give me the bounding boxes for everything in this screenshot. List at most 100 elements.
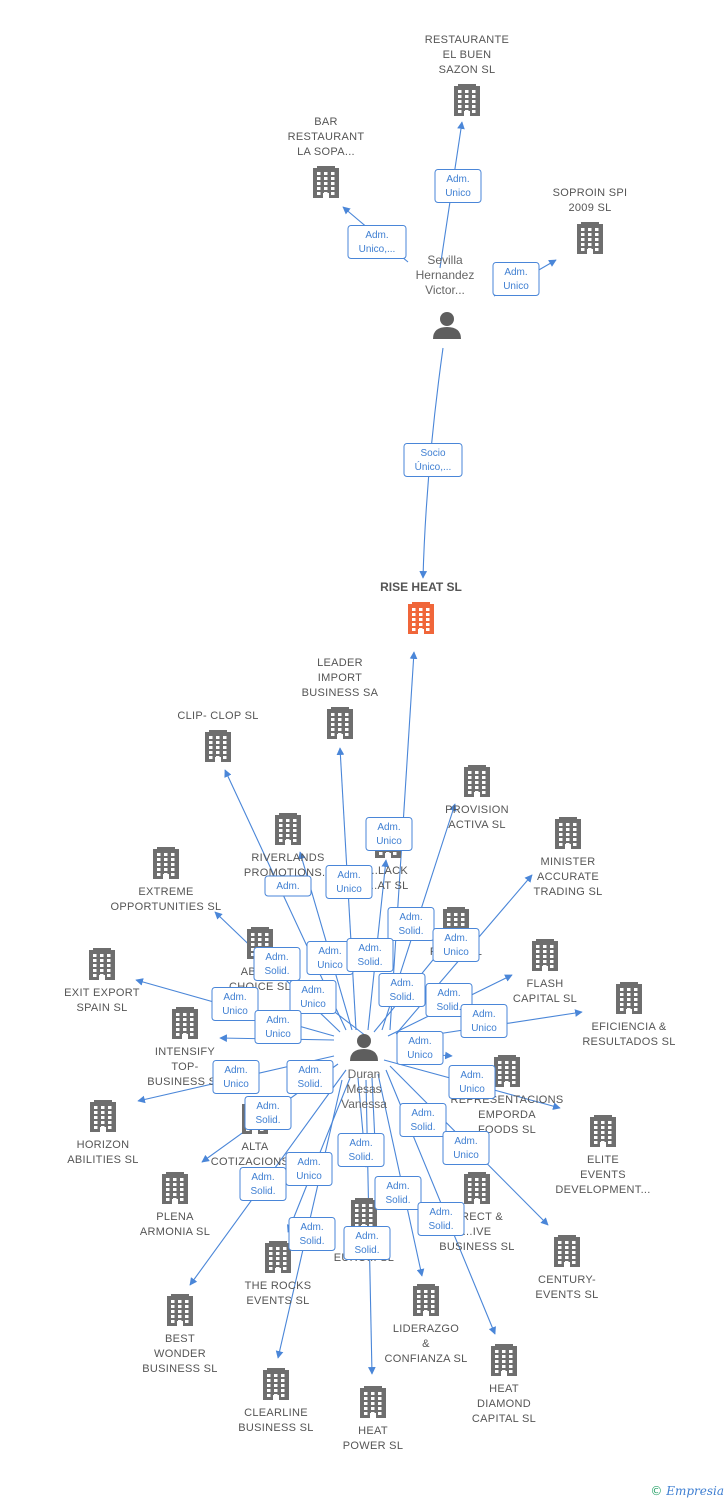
relation-badge[interactable]: Adm.Solid. [378, 973, 426, 1007]
relation-text-line: Adm. [408, 1036, 431, 1047]
relation-text-line: Unico [443, 947, 469, 958]
relation-badge[interactable]: Adm.Solid. [288, 1217, 336, 1251]
relation-text: Adm.Solid. [410, 1108, 435, 1133]
relation-badge[interactable]: Adm.Solid. [374, 1176, 422, 1210]
building-icon [413, 1284, 439, 1316]
person-label-sevilla-line: Victor... [425, 283, 465, 297]
relation-text: Adm.Solid. [398, 912, 423, 937]
relation-text: Adm.Unico [317, 946, 343, 971]
relation-text-line: Adm. [223, 992, 246, 1003]
relation-badge[interactable]: Adm.Unico [460, 1004, 508, 1038]
relation-text: Adm. Solid. [348, 1138, 373, 1163]
relation-text-line: Adm. [444, 933, 467, 944]
company-label-clearline-line: CLEARLINE [244, 1407, 308, 1419]
relation-badge[interactable]: Adm.Unico [285, 1152, 333, 1186]
relation-badge[interactable]: Adm.Solid. [253, 947, 301, 981]
relation-text-line: Adm. [318, 946, 341, 957]
relation-text: Adm.Solid. [299, 1222, 324, 1247]
person-label-sevilla-line: Sevilla [427, 253, 463, 267]
relation-badge[interactable]: Adm.Unico,... [347, 225, 407, 259]
relation-badge[interactable]: Adm. [264, 875, 312, 897]
relation-text: Adm.Solid. [436, 988, 461, 1013]
company-label-rise: RISE HEAT SL [380, 580, 462, 594]
relation-text-line: Unico [407, 1050, 433, 1061]
relation-badge[interactable]: Adm.Solid. [346, 938, 394, 972]
person-icon [350, 1034, 378, 1061]
relation-text: Adm.Solid. [255, 1101, 280, 1126]
relation-badge[interactable]: Adm. Unico [396, 1031, 444, 1065]
building-icon [265, 1241, 291, 1273]
company-label-restaurante-line: SAZON SL [439, 64, 496, 76]
relation-badge[interactable]: Adm.Unico [212, 1060, 260, 1094]
building-icon [454, 84, 480, 116]
relation-text-line: Solid. [357, 957, 382, 968]
company-label-century-line: CENTURY- [538, 1274, 596, 1286]
company-label-flash-line: FLASH [527, 978, 564, 990]
relation-badge[interactable]: Adm.Unico [254, 1010, 302, 1044]
relation-badge[interactable]: Adm. Unico [432, 928, 480, 962]
relation-text-line: Adm. [276, 881, 299, 892]
relation-badge[interactable]: Adm.Unico [442, 1131, 490, 1165]
relation-badge[interactable]: Adm.Solid. [286, 1060, 334, 1094]
relation-text: Adm.Unico [459, 1070, 485, 1095]
company-label-extreme-line: OPPORTUNITIES SL [111, 901, 222, 913]
relation-text-line: Solid. [348, 1152, 373, 1163]
relation-badge[interactable]: Adm. Unico [211, 987, 259, 1021]
relation-badge[interactable]: Adm. Solid. [337, 1133, 385, 1167]
relation-text-line: Unico [336, 884, 362, 895]
relation-badge[interactable]: Adm.Solid. [387, 907, 435, 941]
relation-text-line: Solid. [385, 1195, 410, 1206]
company-label-black-line: ...LACK [368, 865, 408, 877]
relation-badge[interactable]: Adm.Solid. [343, 1226, 391, 1260]
brand-name: Empresia [666, 1484, 724, 1498]
relation-badge[interactable]: Adm.Solid. [417, 1202, 465, 1236]
relation-text-line: Socio [420, 448, 445, 459]
company-label-clip-line: CLIP- CLOP SL [177, 710, 258, 722]
company-label-exit-line: SPAIN SL [76, 1002, 127, 1014]
relation-text: Adm.Solid. [354, 1231, 379, 1256]
relation-badge[interactable]: Adm.Unico [365, 817, 413, 851]
building-icon [90, 1100, 116, 1132]
company-label-eficiencia: EFICIENCIA &RESULTADOS SL [582, 1021, 675, 1048]
relation-badge[interactable]: Adm.Solid. [239, 1167, 287, 1201]
relation-text: Adm.Unico [445, 174, 471, 199]
relation-text-line: Unico [296, 1171, 322, 1182]
relation-badge[interactable]: Adm.Unico [434, 169, 482, 203]
relation-text-line: Adm. [300, 1222, 323, 1233]
company-label-restaurante-line: EL BUEN [443, 49, 492, 61]
building-icon [554, 1235, 580, 1267]
relation-badge[interactable]: Adm.Unico [306, 941, 354, 975]
relation-text-line: Unico [222, 1006, 248, 1017]
relation-badge[interactable]: Adm.Unico [492, 262, 540, 296]
company-label-leader-line: LEADER [317, 657, 363, 669]
relation-text-line: Unico [376, 836, 402, 847]
person-label-sevilla-line: Hernandez [416, 268, 475, 282]
relation-badge[interactable]: Adm.Unico [448, 1065, 496, 1099]
company-label-horizon-line: ABILITIES SL [67, 1154, 138, 1166]
relation-text: Adm.Solid. [385, 1181, 410, 1206]
relation-text: Adm.Unico [336, 870, 362, 895]
relation-text: Adm. Unico [443, 933, 469, 958]
company-label-horizon-line: HORIZON [77, 1139, 130, 1151]
footer-brand[interactable]: © Empresia [650, 1484, 724, 1498]
relation-badge[interactable]: Adm.Unico [289, 980, 337, 1014]
company-label-best-line: BUSINESS SL [142, 1363, 217, 1375]
relation-badge[interactable]: Adm.Unico [325, 865, 373, 899]
company-label-intensify-line: TOP- [171, 1061, 198, 1073]
relation-badge[interactable]: Adm.Solid. [399, 1103, 447, 1137]
relation-text: Adm.Solid. [389, 978, 414, 1003]
building-icon [167, 1294, 193, 1326]
relation-text-line: Adm. [349, 1138, 372, 1149]
relation-text-line: Adm. [504, 267, 527, 278]
relation-text: Adm.Unico [471, 1009, 497, 1034]
relation-badge[interactable]: Adm.Solid. [244, 1096, 292, 1130]
company-label-intensify-line: BUSINESS SL [147, 1076, 222, 1088]
relation-text-line: Unico [265, 1029, 291, 1040]
company-label-direct-line: ...IVE [463, 1226, 492, 1238]
person-label-duran-line: Vanessa [341, 1097, 387, 1111]
